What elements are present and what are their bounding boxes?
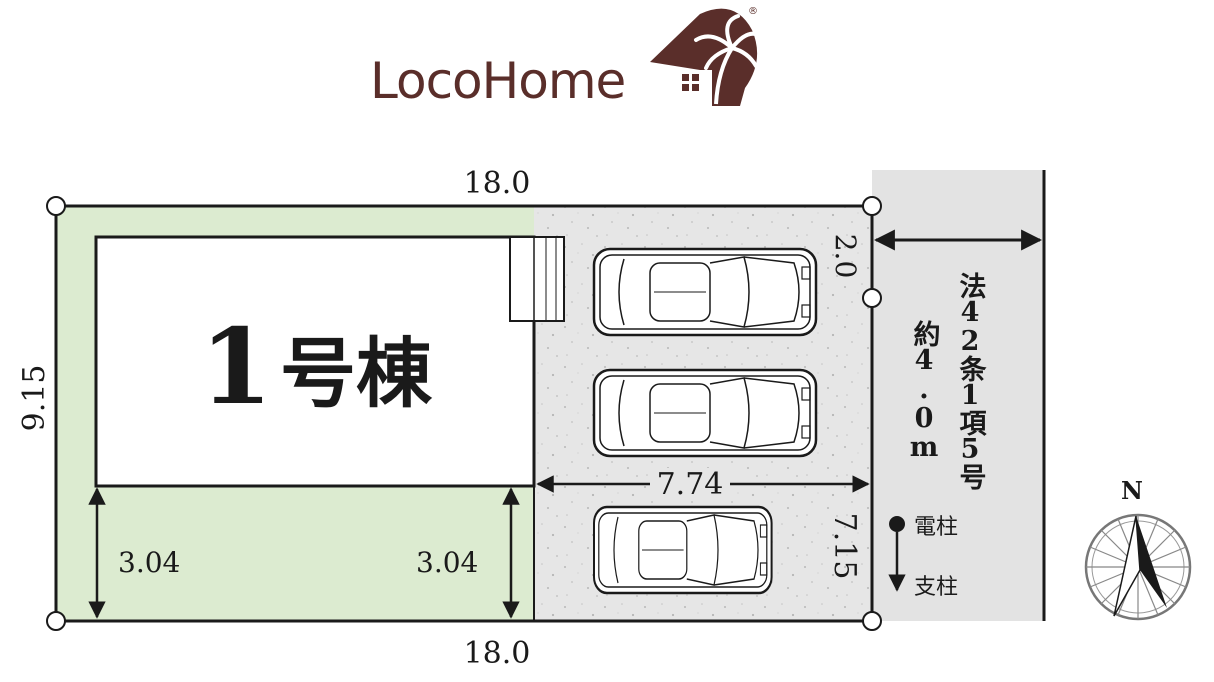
compass-icon: N — [1084, 476, 1192, 621]
dim-bottom: 18.0 — [464, 636, 531, 671]
dim-yard-left: 3.04 — [118, 546, 180, 579]
car-3 — [592, 505, 773, 595]
building-number: 1 — [200, 305, 272, 428]
road-law-text: 法42条1項5号 — [955, 272, 987, 490]
electric-pole-icon — [889, 516, 905, 532]
plot-boundary — [54, 204, 874, 623]
registered-mark: ® — [748, 6, 758, 17]
legend-electric-pole: 電柱 — [914, 515, 958, 540]
car-2 — [592, 368, 818, 458]
marker-top-right — [862, 196, 882, 216]
legend-support-pole: 支柱 — [914, 575, 958, 600]
dim-left: 9.15 — [17, 365, 52, 432]
compass-north-label: N — [1121, 476, 1143, 505]
dim-yard-right: 3.04 — [416, 546, 478, 579]
marker-bottom-left — [46, 611, 66, 631]
building-label: 号棟 — [280, 329, 433, 418]
house-palm-icon — [650, 8, 762, 107]
marker-bottom-right — [862, 611, 882, 631]
entry-step — [509, 236, 565, 322]
car-1 — [592, 247, 818, 337]
dim-top: 18.0 — [464, 166, 531, 201]
dim-corner: 2.0 — [829, 234, 862, 279]
brand-name: LocoHome — [370, 52, 625, 110]
marker-top-left — [46, 196, 66, 216]
marker-right-mid — [862, 288, 882, 308]
brand-logo: LocoHome ® — [370, 6, 762, 110]
dim-parking-depth: 7.15 — [827, 513, 862, 580]
boundary-markers — [46, 196, 882, 631]
dim-parking-width: 7.74 — [657, 467, 724, 502]
road-width-text: 約4.0m — [909, 319, 941, 461]
brand-dots-icon — [682, 74, 699, 91]
